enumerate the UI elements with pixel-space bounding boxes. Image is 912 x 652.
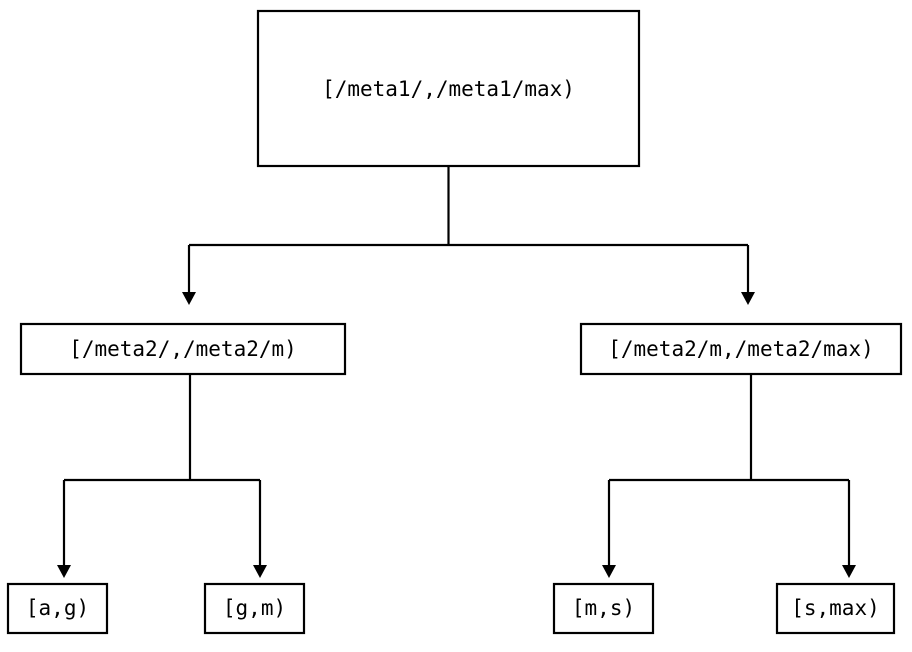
node-mid-left[interactable]: [/meta2/,/meta2/m) xyxy=(19,322,347,376)
arrowhead-leaf2-icon xyxy=(253,565,267,578)
edge-group-midright-to-leaves xyxy=(602,374,856,578)
node-root-label: [/meta1/,/meta1/max) xyxy=(322,77,575,101)
node-leaf-1[interactable]: [a,g) xyxy=(6,582,109,635)
node-leaf-3[interactable]: [m,s) xyxy=(552,582,655,635)
node-leaf-4-box[interactable] xyxy=(775,582,896,635)
node-leaf-1-box[interactable] xyxy=(6,582,109,635)
edge-group-root-to-mid xyxy=(182,166,755,305)
node-leaf-3-label: [m,s) xyxy=(572,596,635,620)
node-mid-left-label: [/meta2/,/meta2/m) xyxy=(69,337,297,361)
edge-group-midleft-to-leaves xyxy=(57,374,267,578)
arrowhead-mid-right-icon xyxy=(741,292,755,305)
node-leaf-4-label: [s,max) xyxy=(791,596,880,620)
node-mid-right-box[interactable] xyxy=(579,322,903,376)
node-mid-right-label: [/meta2/m,/meta2/max) xyxy=(608,337,874,361)
node-leaf-2-label: [g,m) xyxy=(223,596,286,620)
node-leaf-3-box[interactable] xyxy=(552,582,655,635)
arrowhead-mid-left-icon xyxy=(182,292,196,305)
node-leaf-2-box[interactable] xyxy=(203,582,306,635)
arrowhead-leaf4-icon xyxy=(842,565,856,578)
arrowhead-leaf3-icon xyxy=(602,565,616,578)
node-root-box[interactable] xyxy=(256,9,641,168)
node-leaf-4[interactable]: [s,max) xyxy=(775,582,896,635)
node-leaf-2[interactable]: [g,m) xyxy=(203,582,306,635)
node-leaf-1-label: [a,g) xyxy=(26,596,89,620)
node-mid-right[interactable]: [/meta2/m,/meta2/max) xyxy=(579,322,903,376)
arrowhead-leaf1-icon xyxy=(57,565,71,578)
node-mid-left-box[interactable] xyxy=(19,322,347,376)
node-root[interactable]: [/meta1/,/meta1/max) xyxy=(256,9,641,168)
